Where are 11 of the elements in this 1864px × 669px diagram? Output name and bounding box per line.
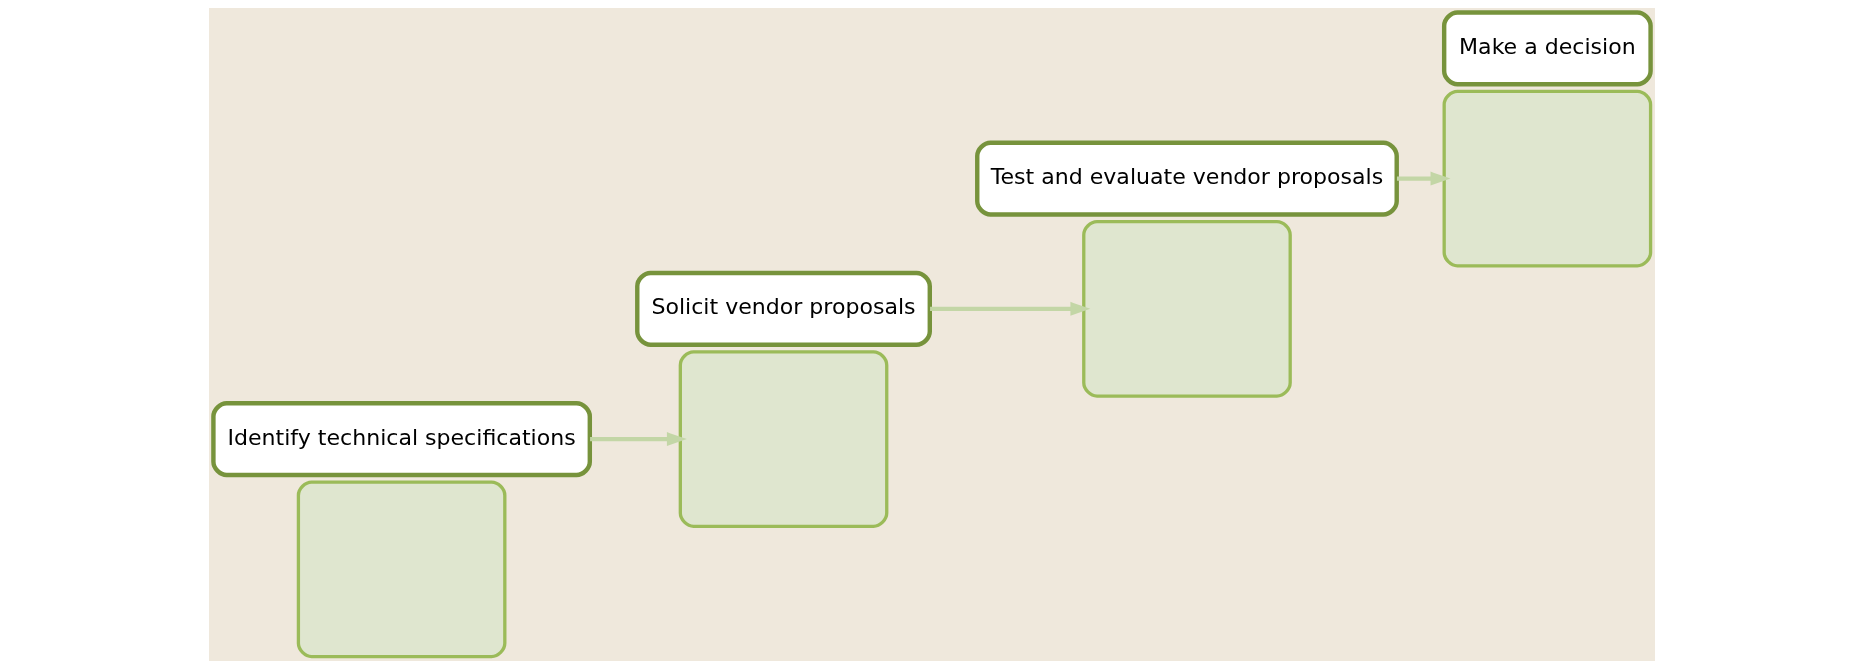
node-box — [678, 350, 889, 528]
node-box: Make a decision — [1441, 10, 1653, 87]
node-box: Test and evaluate vendor proposals — [975, 140, 1399, 217]
arrow — [930, 301, 1091, 316]
node-box: Solicit vendor proposals — [635, 270, 932, 347]
arrow — [590, 432, 687, 447]
arrow — [1396, 171, 1451, 186]
node-box — [1082, 219, 1292, 398]
node-box: Identify technical specifications — [211, 401, 593, 478]
node-box — [1442, 89, 1653, 268]
node-box — [296, 480, 507, 659]
